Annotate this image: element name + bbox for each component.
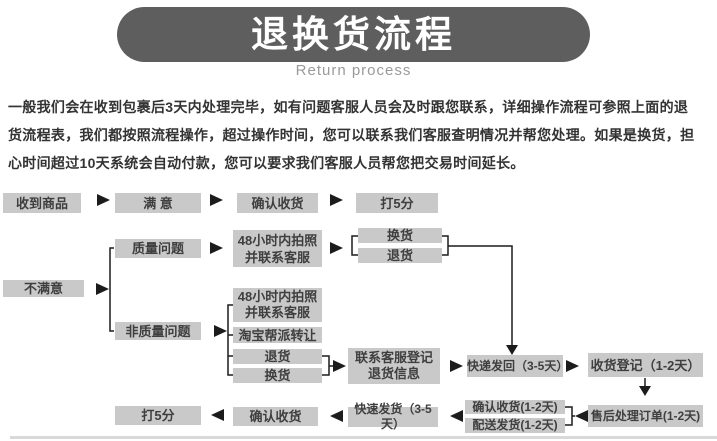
intro-paragraph: 一般我们会在收到包裹后3天内处理完毕，如有问题客服人员会及时跟您联系，详细操作流… (8, 93, 713, 177)
flow-node-unsatisfied: 不满意 (3, 280, 84, 297)
arrow-right-icon (333, 360, 346, 372)
intro-line: 一般我们会在收到包裹后3天内处理完毕，如有问题客服人员会及时跟您联系，详细操作流… (8, 99, 689, 115)
flow-node-rate-5-stars-2: 打5分 (115, 406, 201, 425)
arrow-left-icon (575, 410, 588, 422)
flow-node-aftersale-order: 售后处理订单(1-2天) (588, 405, 703, 427)
page-subtitle: Return process (295, 62, 412, 79)
intro-line: 货流程表，我们都按照流程操作，超过操作时间，您可以联系我们客服查明情况并帮您处理… (8, 127, 695, 143)
arrow-right-icon (330, 242, 343, 254)
elbow-connector (448, 245, 513, 345)
flow-node-fast-ship: 快速发货（3-5天） (348, 402, 438, 431)
intro-line: 心时间超过10天系统会自动付款，您可以要求我们客服人员帮您把交易时间延长。 (8, 155, 525, 171)
bracket-close (442, 235, 449, 256)
flow-node-receipt-register: 收货登记（1-2天） (588, 353, 703, 377)
arrow-right-icon (210, 194, 223, 206)
page-title: 退换货流程 (251, 14, 456, 55)
flow-node-taobao-transfer: 淘宝帮派转让 (233, 327, 322, 343)
flow-node-photo-48h-nonquality: 48小时内拍照 并联系客服 (233, 288, 322, 322)
arrow-right-icon (97, 194, 110, 206)
arrow-left-icon (450, 410, 463, 422)
branch-bracket (109, 247, 114, 332)
flow-node-exchange-1: 换货 (358, 228, 442, 243)
arrow-right-icon (450, 360, 463, 372)
flow-node-satisfied: 满 意 (115, 193, 201, 213)
flow-node-dispatch-ship: 配送发货(1-2天) (465, 418, 565, 433)
arrow-right-icon (214, 325, 227, 337)
arrow-right-icon (96, 283, 109, 295)
flow-node-quality-issue: 质量问题 (115, 239, 201, 258)
flow-node-express-back: 快递发回（3-5天） (467, 355, 568, 377)
arrow-left-icon (211, 409, 224, 421)
flow-node-rate-5-stars-1: 打5分 (356, 193, 438, 213)
flow-node-received-goods: 收到商品 (3, 193, 81, 213)
flow-node-contact-register: 联系客服登记 退货信息 (348, 348, 440, 384)
arrow-right-icon (330, 194, 343, 206)
arrow-right-icon (210, 242, 223, 254)
arrow-left-icon (330, 410, 343, 422)
bottom-divider (10, 436, 717, 439)
flow-node-confirm-receipt-1: 确认收货 (237, 193, 318, 213)
arrow-down-icon (639, 386, 651, 396)
header-banner: 退换货流程 (117, 7, 590, 62)
flow-node-return-2: 退货 (233, 349, 322, 364)
flow-node-exchange-2: 换货 (233, 368, 322, 383)
flow-node-return-1: 退货 (358, 248, 442, 263)
flow-node-photo-48h-quality: 48小时内拍照 并联系客服 (233, 230, 322, 267)
arrow-down-icon (506, 345, 518, 355)
flow-node-non-quality-issue: 非质量问题 (115, 322, 201, 340)
bracket-close (565, 406, 575, 426)
bracket-close (322, 355, 333, 376)
flow-node-confirm-receipt-2: 确认收货 (233, 407, 318, 426)
flow-node-confirm-receipt-3: 确认收货(1-2天) (465, 400, 565, 414)
